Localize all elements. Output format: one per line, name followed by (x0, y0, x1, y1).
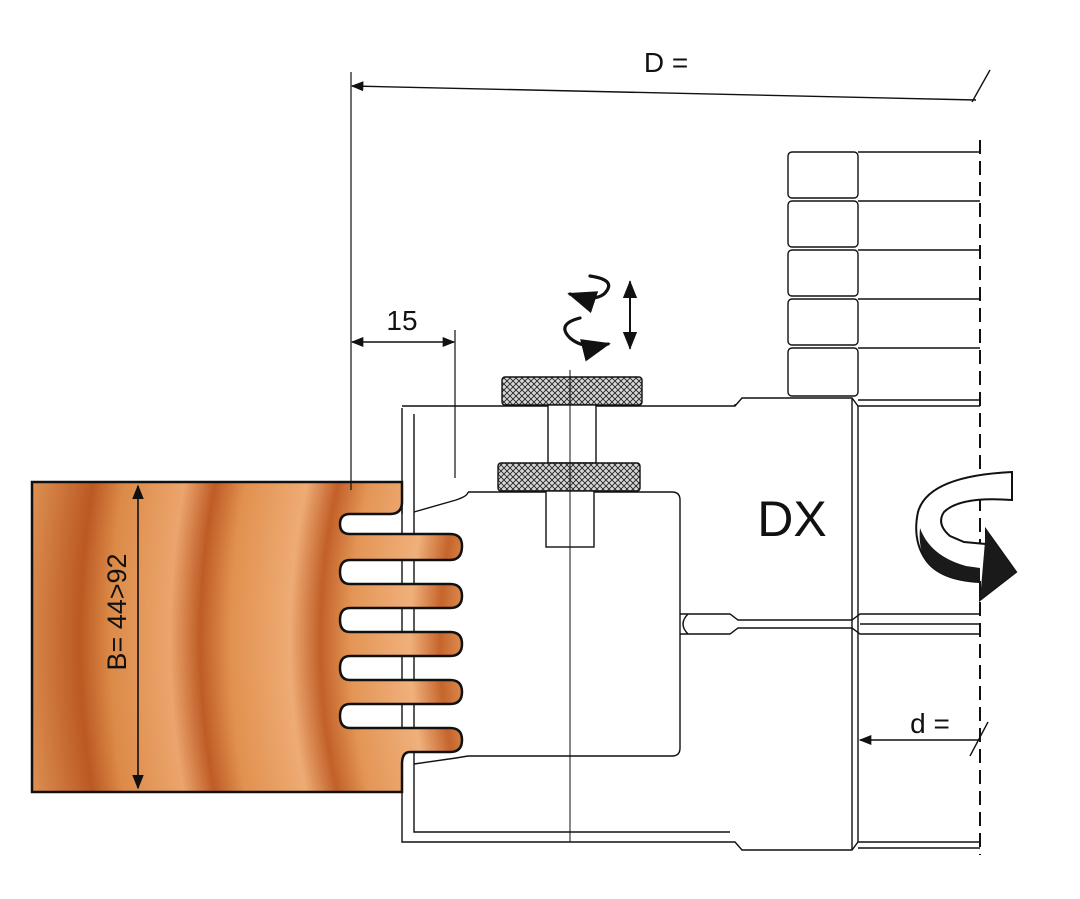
tool-holder-block (468, 491, 681, 757)
dimension-height: B= 44>92 (102, 484, 144, 790)
cutter-teeth (401, 491, 469, 765)
wood-workpiece (30, 480, 464, 794)
bore-diameter-label: d = (910, 708, 950, 739)
spindle-rotation-arrow-icon (915, 470, 1018, 603)
dimension-overall-diameter: D = (350, 47, 991, 490)
rotate-adjust-icon (563, 274, 638, 362)
dimension-offset: 15 (350, 305, 456, 478)
rotation-direction-label: DX (757, 491, 826, 547)
body-groove (680, 613, 980, 635)
spacer-rings (787, 151, 980, 397)
dimension-bore-diameter: d = (858, 708, 989, 757)
height-label: B= 44>92 (102, 553, 132, 670)
offset-label: 15 (386, 305, 417, 336)
overall-diameter-label: D = (644, 47, 688, 78)
adjusting-screw (497, 370, 643, 842)
